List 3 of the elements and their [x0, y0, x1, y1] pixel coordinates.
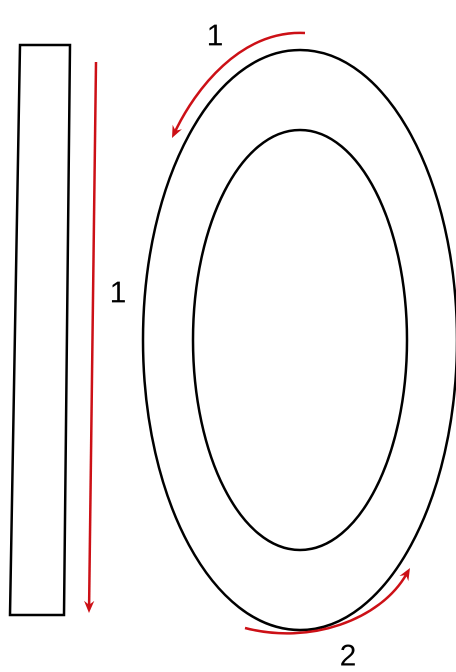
- stroke-number: 2: [341, 644, 355, 666]
- stroke-number: 1: [112, 282, 125, 302]
- stroke-number: 1: [208, 24, 222, 46]
